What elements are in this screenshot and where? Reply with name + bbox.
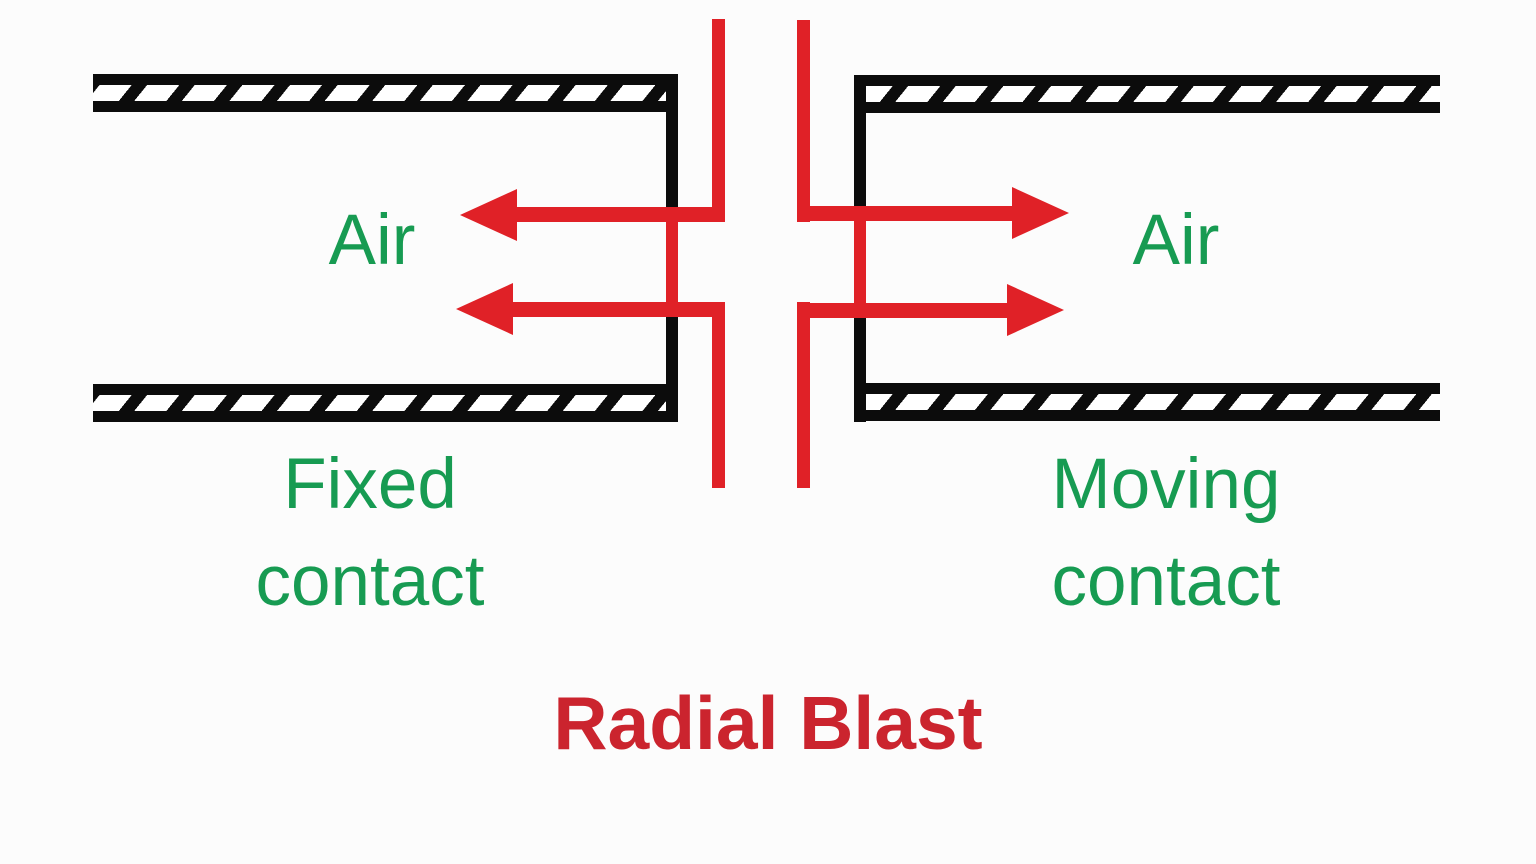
air-arrow-upper-right-head-icon xyxy=(1012,187,1069,239)
fixed-contact-bottom-wall xyxy=(93,384,678,422)
fixed-contact-top-wall xyxy=(93,74,678,112)
fixed-contact-label: Fixed contact xyxy=(195,437,545,630)
moving-contact-label: Moving contact xyxy=(991,437,1341,630)
air-arrow-upper-right-shaft xyxy=(797,206,1015,221)
blast-line-right-upper xyxy=(797,20,810,222)
moving-contact-top-wall xyxy=(854,75,1440,113)
blast-line-left-upper xyxy=(712,19,725,222)
moving-contact-label-line1: Moving xyxy=(1051,445,1281,524)
fixed-contact-label-line1: Fixed xyxy=(283,445,457,524)
air-arrow-lower-left-head-icon xyxy=(456,283,513,335)
blast-line-right-middle xyxy=(854,206,866,317)
diagram-title: Radial Blast xyxy=(553,681,983,765)
moving-contact-label-line2: contact xyxy=(1051,541,1281,621)
blast-line-right-lower xyxy=(797,302,810,488)
moving-contact-bottom-wall xyxy=(854,383,1440,421)
air-arrow-upper-left-shaft xyxy=(505,207,725,222)
fixed-contact-label-line2: contact xyxy=(255,541,485,621)
air-arrow-lower-right-head-icon xyxy=(1007,284,1064,336)
blast-line-left-lower xyxy=(712,302,725,488)
blast-line-left-middle xyxy=(666,207,678,317)
air-label-right: Air xyxy=(1132,201,1220,280)
air-arrow-upper-left-head-icon xyxy=(460,189,517,241)
air-arrow-lower-right-shaft xyxy=(797,303,1010,318)
air-label-left: Air xyxy=(328,201,416,280)
air-arrow-lower-left-shaft xyxy=(503,302,725,317)
